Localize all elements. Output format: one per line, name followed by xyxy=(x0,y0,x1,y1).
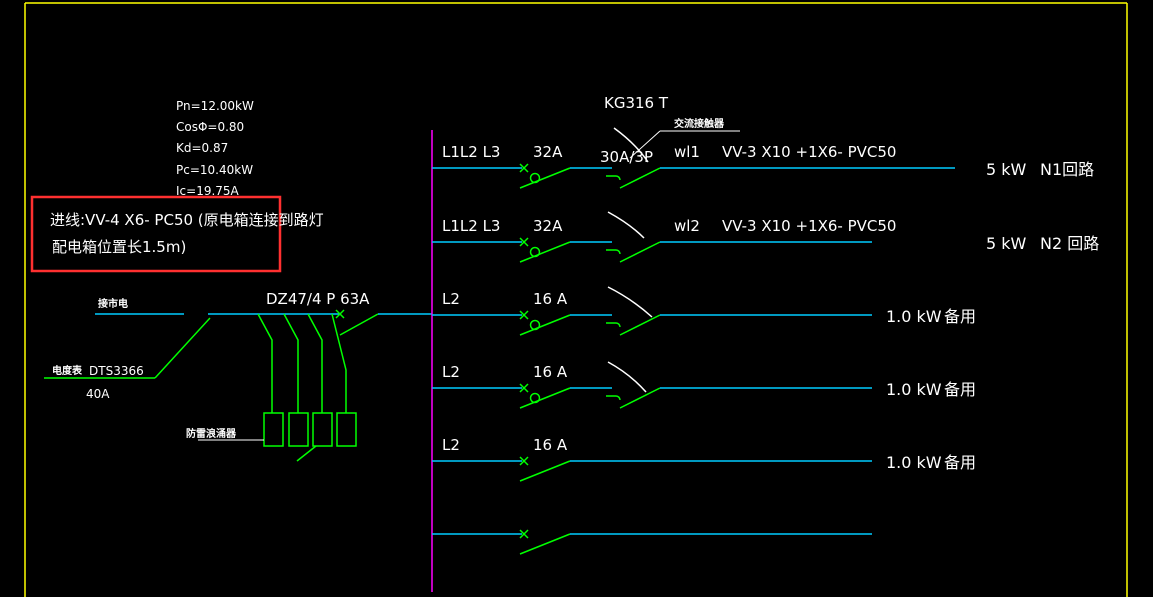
contactor-arc xyxy=(607,286,653,318)
contactor-arc xyxy=(607,361,647,393)
meter-model: DTS3366 xyxy=(89,364,144,378)
breaker-blade xyxy=(519,533,571,555)
breaker-x-icon xyxy=(519,383,529,393)
breaker-blade xyxy=(519,241,571,263)
circuit-power: 1.0 kW xyxy=(886,307,942,326)
contactor-arc xyxy=(607,211,645,239)
breaker-x-icon xyxy=(519,456,529,466)
circuit-row xyxy=(432,529,872,555)
circuit-row: L2 16 A 1.0 kW 备用 xyxy=(432,286,976,336)
circuit-row: L1L2 L3 32A wl2 VV-3 X10 +1X6- PVC50 5 k… xyxy=(432,211,1099,263)
contactor-blade xyxy=(619,387,661,409)
breaker-x-icon xyxy=(519,163,529,173)
contactor-blade xyxy=(619,167,661,189)
param-kd: Kd=0.87 xyxy=(176,141,228,155)
circuit-rating: 16 A xyxy=(533,290,568,308)
incoming-line-2: 配电箱位置长1.5m) xyxy=(52,238,186,256)
contactor-coil-icon xyxy=(606,175,621,181)
circuit-name: 备用 xyxy=(944,453,976,472)
incoming-highlight-box xyxy=(30,195,282,273)
circuit-row: L2 16 A 1.0 kW 备用 xyxy=(432,361,976,409)
circuit-rating: 32A xyxy=(533,143,563,161)
param-pn: Pn=12.00kW xyxy=(176,99,254,113)
load-parameters: Pn=12.00kW CosΦ=0.80 Kd=0.87 Pc=10.40kW … xyxy=(176,99,254,198)
main-breaker-blade xyxy=(339,313,379,336)
circuit-name: 备用 xyxy=(944,307,976,326)
breaker-x-icon xyxy=(519,310,529,320)
contactor-coil-icon xyxy=(606,322,621,328)
circuit-phase: L1L2 L3 xyxy=(442,217,500,235)
circuit-row: L1L2 L3 32A wl1 VV-3 X10 +1X6- PVC50 5 k… xyxy=(432,127,1094,189)
breaker-blade xyxy=(519,387,571,409)
circuit-name: 备用 xyxy=(944,380,976,399)
source-label: 接市电 xyxy=(98,297,128,310)
contactor-blade xyxy=(619,241,661,263)
meter-riser xyxy=(154,317,211,379)
breaker-blade xyxy=(519,314,571,336)
circuit-rating: 16 A xyxy=(533,363,568,381)
breaker-blade xyxy=(519,167,571,189)
circuit-rating: 16 A xyxy=(533,436,568,454)
main-breaker-label: DZ47/4 P 63A xyxy=(266,290,370,308)
circuit-cable-id: wl2 xyxy=(674,217,700,235)
circuit-cable-id: wl1 xyxy=(674,143,700,161)
circuit-rating: 32A xyxy=(533,217,563,235)
circuit-row: L2 16 A 1.0 kW 备用 xyxy=(432,436,976,482)
contactor-coil-icon xyxy=(606,249,621,255)
contactor-model: KG316 T xyxy=(604,94,669,112)
circuit-power: 1.0 kW xyxy=(886,380,942,399)
surge-protector-group xyxy=(257,313,357,462)
circuit-cable-spec: VV-3 X10 +1X6- PVC50 xyxy=(722,217,896,235)
circuit-phase: L2 xyxy=(442,290,460,308)
breaker-trip-icon xyxy=(529,172,541,184)
breaker-trip-icon xyxy=(529,246,541,258)
param-cos: CosΦ=0.80 xyxy=(176,120,244,134)
meter-label: 电度表 xyxy=(52,364,83,377)
breaker-x-icon xyxy=(519,237,529,247)
circuit-power: 1.0 kW xyxy=(886,453,942,472)
circuit-phase: L1L2 L3 xyxy=(442,143,500,161)
circuit-name: N1回路 xyxy=(1040,160,1094,179)
contactor-rating: 30A/3P xyxy=(600,148,653,166)
contactor-coil-icon xyxy=(606,395,621,401)
param-ic: Ic=19.75A xyxy=(176,184,240,198)
contactor-label: 交流接触器 xyxy=(674,117,725,130)
spd-label: 防雷浪涌器 xyxy=(186,427,237,440)
incoming-line-1: 进线:VV-4 X6- PC50 (原电箱连接到路灯 xyxy=(50,211,324,229)
contactor-arc xyxy=(613,127,649,163)
breaker-x-icon xyxy=(519,529,529,539)
breaker-blade xyxy=(519,460,571,482)
circuit-power: 5 kW xyxy=(986,234,1027,253)
breaker-trip-icon xyxy=(529,319,541,331)
param-pc: Pc=10.40kW xyxy=(176,163,253,177)
drawing-frame xyxy=(24,2,1128,597)
contactor-blade xyxy=(619,314,661,336)
breaker-trip-icon xyxy=(529,392,541,404)
circuit-cable-spec: VV-3 X10 +1X6- PVC50 xyxy=(722,143,896,161)
circuit-power: 5 kW xyxy=(986,160,1027,179)
circuit-phase: L2 xyxy=(442,363,460,381)
circuit-name: N2 回路 xyxy=(1040,234,1099,253)
circuit-phase: L2 xyxy=(442,436,460,454)
meter-current: 40A xyxy=(86,387,110,401)
